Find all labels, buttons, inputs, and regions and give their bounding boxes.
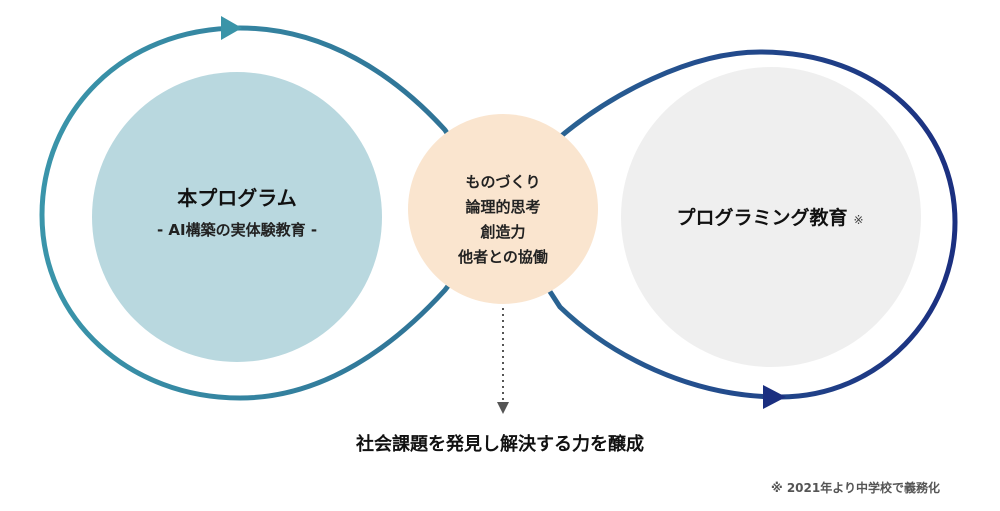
- result-text: 社会課題を発見し解決する力を醸成: [356, 434, 644, 455]
- right-circle-title: プログラミング教育: [676, 207, 848, 229]
- center-line: 他者との協働: [458, 248, 548, 266]
- center-line: 論理的思考: [465, 198, 541, 216]
- center-circle-text: ものづくり 論理的思考 創造力 他者との協働: [410, 170, 596, 270]
- left-circle: [92, 72, 382, 362]
- right-circle: [621, 67, 921, 367]
- center-line: ものづくり: [465, 173, 541, 191]
- loop-arrow-top-icon: [221, 16, 242, 40]
- center-line: 創造力: [480, 223, 526, 241]
- loop-arrow-bottom-icon: [763, 385, 786, 409]
- left-circle-subtitle: - AI構築の実体験教育 -: [156, 221, 318, 239]
- down-arrow-icon: [497, 402, 509, 414]
- footnote: ※ 2021年より中学校で義務化: [770, 481, 940, 495]
- right-circle-title-wrap: プログラミング教育 ※: [620, 203, 920, 230]
- center-circle: [408, 114, 598, 304]
- footnote-mark: ※: [853, 213, 864, 227]
- infinity-loop: [39, 25, 958, 401]
- left-circle-title: 本プログラム: [177, 186, 297, 210]
